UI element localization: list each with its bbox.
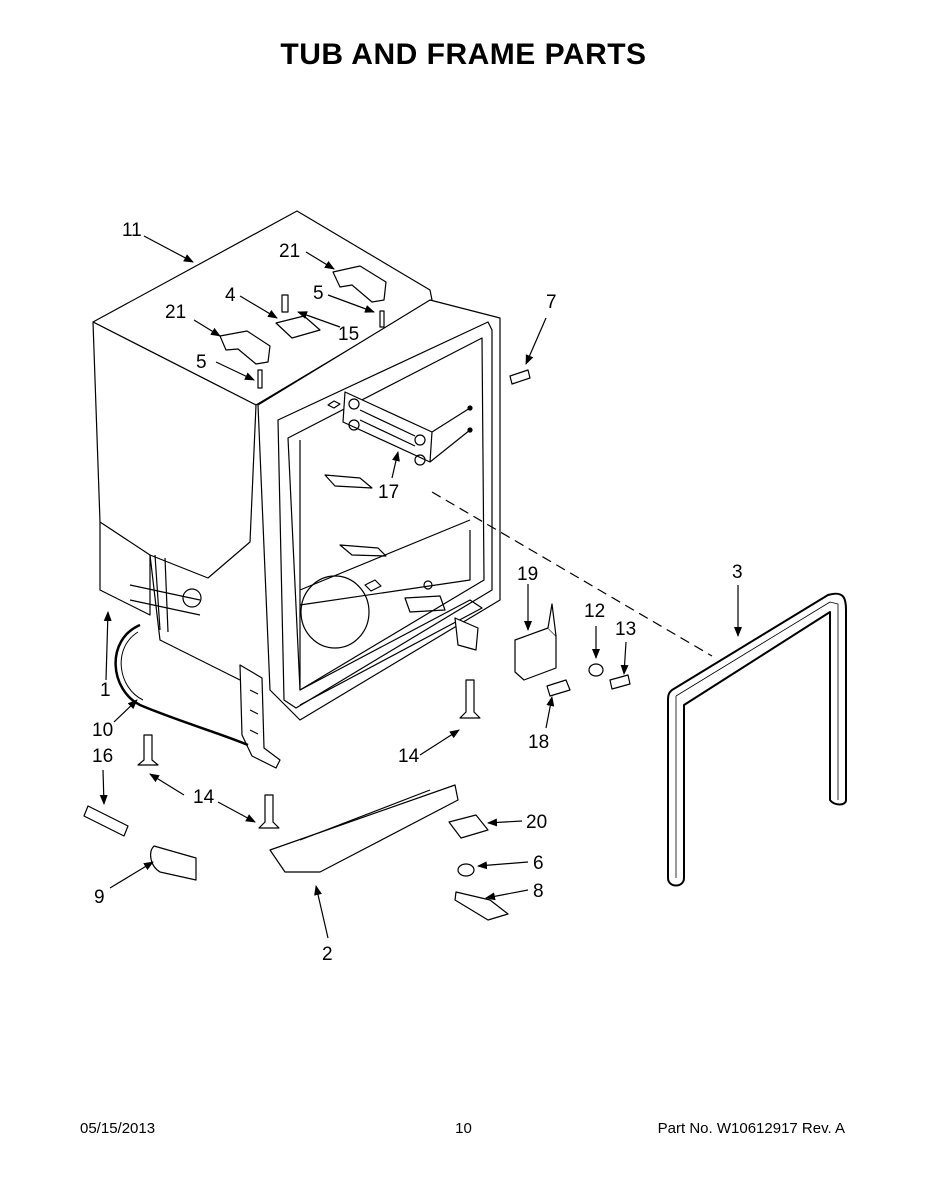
callout-14-left: 14 [193,787,215,808]
callout-13: 13 [615,619,636,640]
callout-16: 16 [92,746,113,767]
callout-10: 10 [92,720,113,741]
dashed-alignment-line [431,491,713,657]
callout-3: 3 [732,562,743,583]
callout-8: 8 [533,881,544,902]
leader-lines [99,235,742,939]
callout-14-right: 14 [398,746,420,767]
callout-21-lower: 21 [165,302,186,323]
callout-21-upper: 21 [279,241,300,262]
callout-19: 19 [517,564,538,585]
callout-7: 7 [546,292,557,313]
callout-numbers: 11 21 4 5 15 21 5 7 17 19 3 12 13 1 10 1… [92,220,743,965]
callout-11: 11 [122,220,142,241]
callout-2: 2 [322,944,333,965]
callout-20: 20 [526,812,547,833]
callout-12: 12 [584,601,605,622]
callout-5-lower: 5 [196,352,207,373]
tub-frame-assembly [92,210,501,769]
callout-15: 15 [338,324,359,345]
footer-date: 05/15/2013 [80,1120,156,1137]
loose-parts [83,265,847,921]
callout-1: 1 [100,680,111,701]
callout-4: 4 [225,285,236,306]
callout-17: 17 [378,482,399,503]
footer-page-number: 10 [455,1120,472,1137]
callout-9: 9 [94,887,105,908]
callout-5-upper: 5 [313,283,324,304]
callout-6: 6 [533,853,544,874]
footer-part-number: Part No. W10612917 Rev. A [657,1120,845,1137]
page-title: TUB AND FRAME PARTS [280,38,647,71]
callout-18: 18 [528,732,549,753]
